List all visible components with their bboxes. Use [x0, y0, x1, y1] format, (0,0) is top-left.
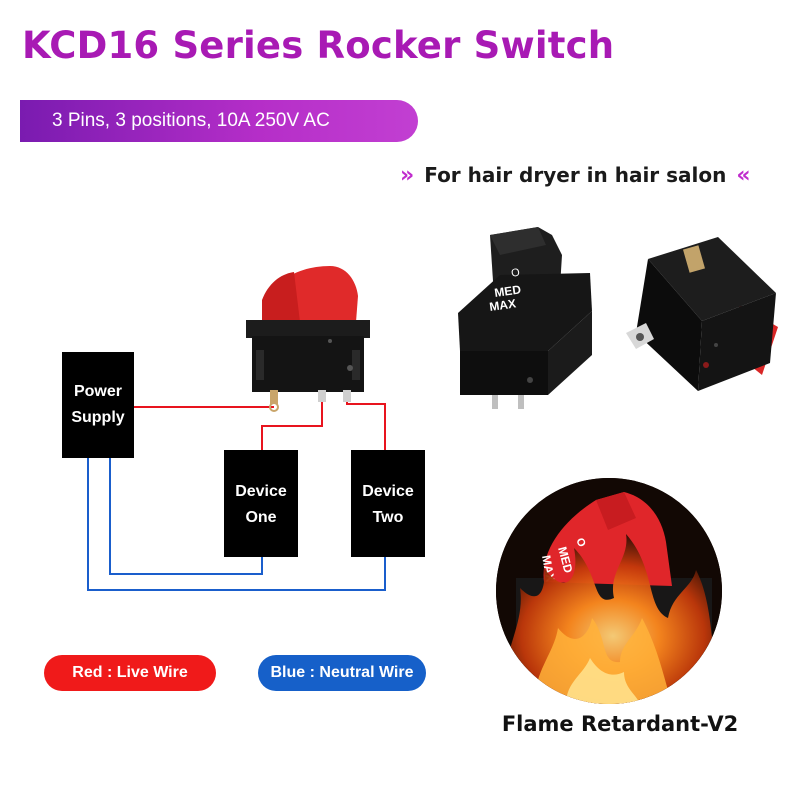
legend-live-wire: Red : Live Wire — [44, 655, 216, 691]
device-two-label: Device Two — [362, 483, 414, 526]
flame-svg: O MED MAX — [496, 478, 722, 704]
switch-photo-front — [458, 227, 592, 409]
product-photos: O MED MAX — [440, 215, 790, 415]
flame-caption: Flame Retardant-V2 — [501, 712, 739, 736]
double-chevron-right-icon: » — [400, 162, 414, 188]
flame-switch-mark-max: MAX — [539, 554, 557, 583]
page-title: KCD16 Series Rocker Switch — [22, 24, 615, 67]
spec-banner: 3 Pins, 3 positions, 10A 250V AC — [20, 100, 418, 142]
usage-text: For hair dryer in hair salon — [424, 163, 727, 187]
switch-mark-off: O — [510, 266, 521, 280]
switch-mark-max: MAX — [488, 296, 516, 314]
power-supply-box — [62, 352, 134, 458]
diagram-switch — [246, 266, 370, 412]
wiring-svg — [62, 266, 425, 591]
device-one-label: Device One — [235, 483, 287, 526]
device-one-box — [224, 450, 298, 557]
switch-mark-med: MED — [493, 282, 522, 300]
neutral-wires — [87, 458, 386, 591]
double-chevron-left-icon: « — [736, 162, 750, 188]
product-photo-svg: O MED MAX — [458, 227, 778, 409]
live-wires — [134, 400, 386, 450]
flame-illustration: O MED MAX — [496, 478, 722, 704]
flame-switch-mark-med: MED — [555, 545, 576, 575]
switch-photo-back — [626, 237, 778, 391]
power-supply-label: Power Supply — [71, 383, 125, 426]
device-two-box — [351, 450, 425, 557]
fire-icon — [503, 534, 722, 704]
wiring-diagram: Power Supply Device One Device Two — [0, 200, 460, 620]
usage-line: » For hair dryer in hair salon « — [400, 160, 785, 190]
legend-neutral-wire: Blue : Neutral Wire — [258, 655, 426, 691]
